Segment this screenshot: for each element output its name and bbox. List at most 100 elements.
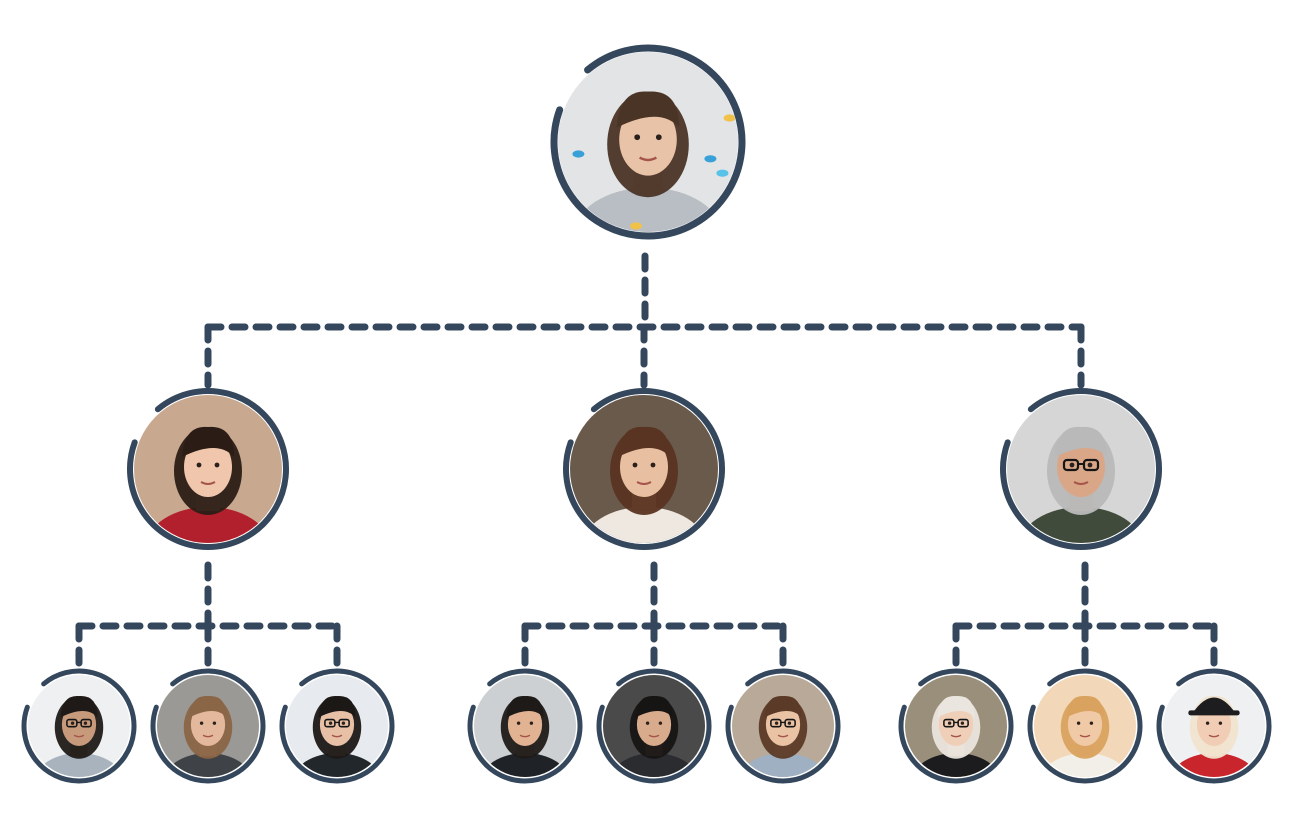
avatar-eye [947, 721, 952, 725]
avatar-ring [898, 668, 1014, 784]
avatar-hair-top [618, 426, 670, 457]
avatar-ring [596, 668, 712, 784]
cap-icon [1192, 697, 1236, 714]
member-node-level2-2-3[interactable] [725, 668, 841, 810]
member-node-level2-3-1[interactable] [898, 668, 1014, 810]
avatar-hair-top [182, 426, 234, 457]
member-node-level1-3[interactable] [1000, 388, 1162, 587]
avatar-photo [1034, 675, 1136, 777]
avatar-mouth [648, 734, 660, 738]
avatar-face [636, 703, 672, 746]
avatar-photo [157, 675, 259, 777]
member-node-level2-2-1[interactable] [467, 668, 583, 810]
avatar-eye [214, 462, 220, 468]
avatar-shirt [292, 753, 382, 777]
avatar-eye [196, 462, 202, 468]
avatar-shirt [738, 753, 828, 777]
avatar-shirt [1040, 753, 1130, 777]
avatar-eye [1087, 462, 1093, 468]
avatar-photo [286, 675, 388, 777]
avatar-face [620, 437, 668, 497]
glasses-icon [957, 718, 969, 728]
avatar-shirt [163, 753, 253, 777]
member-node-level2-1-1[interactable] [21, 668, 137, 810]
glasses-icon [943, 718, 955, 728]
avatar-ring [127, 388, 289, 550]
avatar-ring [1156, 668, 1272, 784]
avatar-ring [467, 668, 583, 784]
avatar-hair-top [1055, 426, 1107, 457]
member-node-level2-3-3[interactable] [1156, 668, 1272, 810]
avatar-eye [1218, 721, 1223, 725]
avatar-hair-top [1066, 695, 1104, 718]
avatar-eye [328, 721, 333, 725]
avatar-shirt [480, 753, 570, 777]
member-node-level2-1-2[interactable] [150, 668, 266, 810]
avatar-shirt [146, 507, 270, 543]
avatar-ring [563, 388, 725, 550]
avatar-shirt [1019, 507, 1143, 543]
avatar-eye [70, 721, 75, 725]
cap-brim [1188, 710, 1240, 716]
avatar-hair-top [635, 695, 673, 718]
avatar-eye [529, 721, 534, 725]
glasses-icon [66, 718, 78, 728]
avatar-photo [732, 675, 834, 777]
avatar-photo [1007, 395, 1155, 543]
avatar-ring [725, 668, 841, 784]
member-node-level1-1[interactable] [127, 388, 289, 587]
avatar-hair-top [60, 695, 98, 718]
avatar-ring [550, 44, 746, 240]
avatar-photo [1163, 675, 1265, 777]
avatar-face [507, 703, 543, 746]
avatar-photo [570, 395, 718, 543]
avatar-mouth [1073, 481, 1089, 485]
avatar-face [61, 703, 97, 746]
avatar-eye [516, 721, 521, 725]
avatar-photo [134, 395, 282, 543]
member-node-root[interactable] [550, 44, 746, 284]
avatar-mouth [1079, 734, 1091, 738]
avatar-hair-top [616, 91, 680, 128]
avatar-mouth [73, 734, 85, 738]
avatar-eye [655, 134, 662, 141]
avatar-ring [150, 668, 266, 784]
avatar-eye [634, 134, 641, 141]
avatar-face [184, 437, 232, 497]
avatar-mouth [1208, 734, 1220, 738]
avatar-eye [1205, 721, 1210, 725]
member-node-level2-3-2[interactable] [1027, 668, 1143, 810]
avatar-mouth [777, 734, 789, 738]
avatar-eye [83, 721, 88, 725]
avatar-eye [650, 462, 656, 468]
avatar-hair-top [506, 695, 544, 718]
member-node-level2-1-3[interactable] [279, 668, 395, 810]
member-nodes [21, 44, 1272, 810]
avatar-mouth [636, 481, 652, 485]
glasses-icon [80, 718, 92, 728]
avatar-shirt [582, 507, 706, 543]
avatar-mouth [639, 156, 657, 162]
avatar-face [619, 103, 677, 176]
avatar-eye [1089, 721, 1094, 725]
avatar-hair-top [189, 695, 227, 718]
avatar-hair-top [318, 695, 356, 718]
glasses-icon [770, 718, 782, 728]
avatar-photo [28, 675, 130, 777]
glasses-icon [338, 718, 350, 728]
confetti-dot [630, 222, 642, 230]
member-node-level2-2-2[interactable] [596, 668, 712, 810]
avatar-shirt [1169, 753, 1259, 777]
avatar-face [190, 703, 226, 746]
glasses-icon [324, 718, 336, 728]
avatar-eye [199, 721, 204, 725]
connector-lines [75, 252, 1218, 669]
avatar-photo [474, 675, 576, 777]
avatar-eye [1076, 721, 1081, 725]
member-node-level1-2[interactable] [563, 388, 725, 587]
avatar-mouth [331, 734, 343, 738]
avatar-mouth [950, 734, 962, 738]
avatar-shirt [911, 753, 1001, 777]
avatar-eye [658, 721, 663, 725]
